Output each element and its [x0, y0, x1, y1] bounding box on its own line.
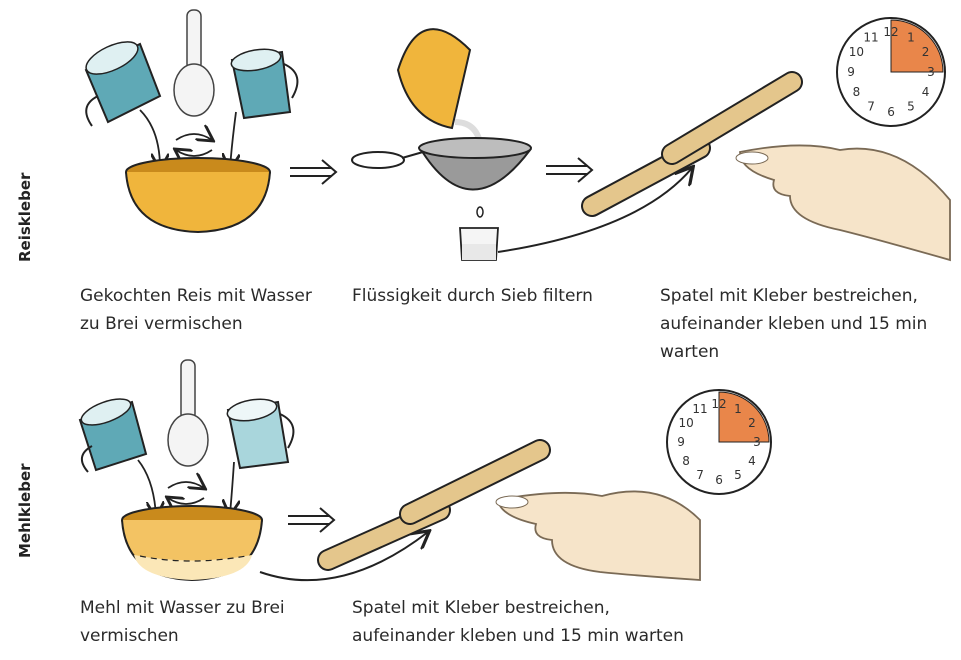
pouring-bowl-icon	[398, 29, 480, 142]
step-caption: Mehl mit Wasser zu Brei vermischen	[80, 594, 340, 650]
hand-icon	[736, 145, 950, 260]
clock-icon: 12 12 3 45678 9 1011	[667, 390, 771, 494]
bowl-icon	[126, 158, 270, 232]
clock-number: 12	[711, 397, 726, 411]
cup-icon	[82, 35, 160, 126]
clock-number: 2	[748, 416, 756, 430]
mix-arrow	[176, 134, 212, 140]
clock-number: 8	[682, 454, 690, 468]
pour-arrow	[230, 462, 234, 514]
clock-number: 1	[907, 30, 915, 44]
clock-number: 12	[883, 25, 898, 39]
glass-icon	[460, 228, 498, 260]
row-label-mehlkleber: Mehlkleber	[16, 463, 34, 558]
step-caption: Spatel mit Kleber bestreichen, aufeinand…	[352, 594, 732, 650]
step-arrow-icon	[290, 160, 336, 184]
mix-arrow	[168, 482, 204, 488]
clock-number: 8	[853, 85, 861, 99]
step-caption: Spatel mit Kleber bestreichen, aufeinand…	[660, 282, 955, 366]
clock-number: 11	[863, 30, 878, 44]
step-caption: Gekochten Reis mit Wasser zu Brei vermis…	[80, 282, 340, 338]
step-arrow-icon	[546, 158, 592, 182]
cup-icon	[78, 394, 146, 472]
clock-number: 7	[696, 468, 704, 482]
step-arrow-icon	[288, 508, 334, 532]
clock-number: 2	[922, 45, 930, 59]
mix-arrow	[176, 150, 212, 156]
clock-number: 6	[887, 105, 895, 119]
pour-arrow	[140, 110, 160, 168]
spoon-icon	[174, 10, 214, 116]
clock-number: 4	[922, 85, 930, 99]
row-label-reiskleber: Reiskleber	[16, 173, 34, 262]
clock-icon: 12 12 3 45678 9 1011	[837, 18, 945, 126]
clock-number: 9	[677, 435, 685, 449]
clock-number: 5	[907, 100, 915, 114]
clock-number: 3	[753, 435, 761, 449]
clock-number: 9	[847, 65, 855, 79]
clock-number: 4	[748, 454, 756, 468]
clock-number: 7	[867, 100, 875, 114]
clock-number: 10	[678, 416, 693, 430]
spoon-icon	[168, 360, 208, 466]
clock-number: 6	[715, 473, 723, 487]
cup-icon	[230, 46, 298, 118]
mix-arrow	[168, 498, 204, 504]
cup-icon	[226, 396, 294, 468]
spatula-icon	[592, 82, 792, 206]
drop-icon	[477, 207, 483, 217]
step-caption: Flüssigkeit durch Sieb filtern	[352, 282, 642, 310]
clock-number: 11	[692, 402, 707, 416]
clock-number: 5	[734, 468, 742, 482]
clock-number: 3	[927, 65, 935, 79]
clock-number: 10	[849, 45, 864, 59]
hand-icon	[496, 491, 700, 580]
clock-number: 1	[734, 402, 742, 416]
bowl-icon	[122, 506, 262, 580]
sieve-icon	[352, 138, 531, 190]
